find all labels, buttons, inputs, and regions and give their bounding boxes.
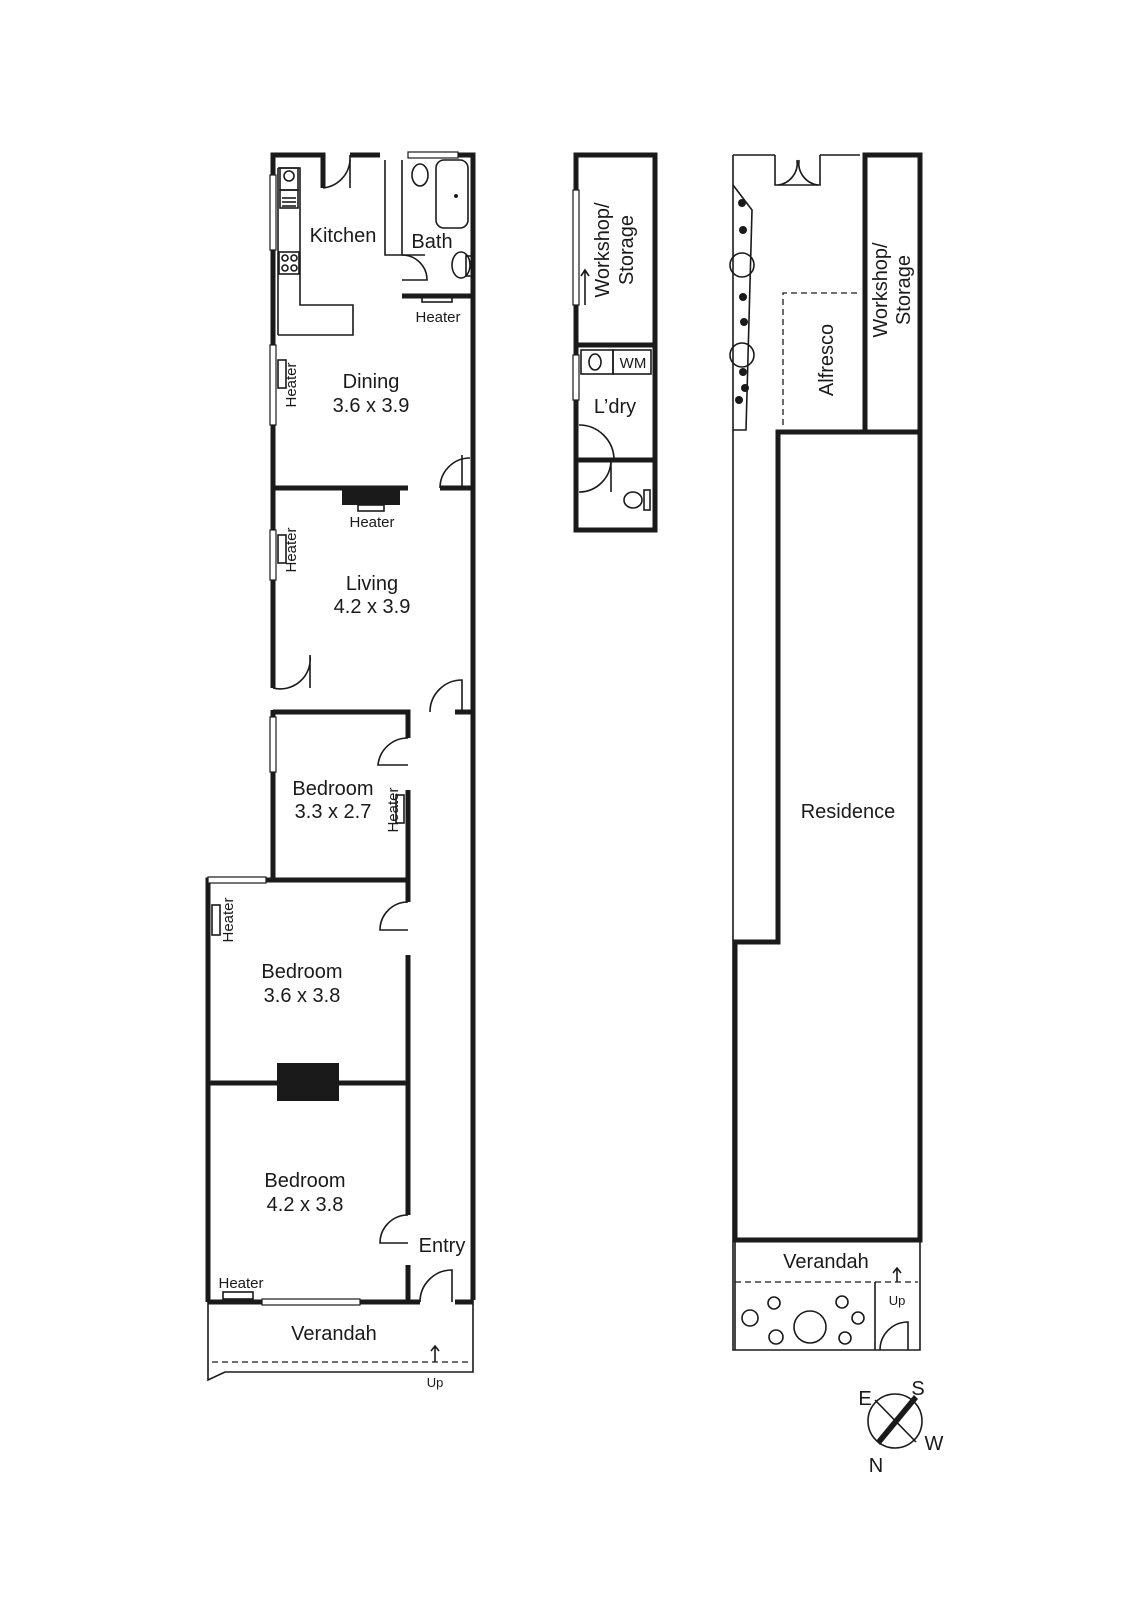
- bedroom2-dimensions: 3.6 x 3.8: [264, 985, 341, 1007]
- bedroom1-heater-label: Heater: [385, 787, 402, 832]
- site-workshop-line1: Workshop/: [870, 242, 892, 338]
- living-label: Living: [346, 573, 398, 595]
- site-workshop-line2: Storage: [893, 255, 915, 325]
- dining-heater-label: Heater: [283, 362, 300, 407]
- residence-label: Residence: [801, 801, 896, 823]
- entry-label: Entry: [419, 1235, 466, 1257]
- alfresco-label: Alfresco: [816, 324, 838, 396]
- washing-machine-label: WM: [620, 355, 647, 372]
- dining-dimensions: 3.6 x 3.9: [333, 395, 410, 417]
- house-outer-walls: [205, 152, 476, 1302]
- compass-icon: S E W N: [858, 1378, 943, 1477]
- bath-label: Bath: [411, 231, 452, 253]
- outbuilding: Workshop/ Storage WM L’dry: [572, 152, 658, 533]
- compass-west: W: [925, 1433, 944, 1455]
- bedroom3-label: Bedroom: [264, 1170, 345, 1192]
- bedroom2-label: Bedroom: [261, 961, 342, 983]
- compass-south: S: [911, 1378, 924, 1400]
- kitchen-label: Kitchen: [310, 225, 377, 247]
- dining-label: Dining: [343, 371, 400, 393]
- verandah-label: Verandah: [291, 1323, 377, 1345]
- compass-north: N: [869, 1455, 883, 1477]
- living-heater-label: Heater: [283, 527, 300, 572]
- outbuilding-workshop-line1: Workshop/: [592, 202, 614, 298]
- bath-heater-label: Heater: [415, 309, 460, 326]
- site-up-label: Up: [889, 1293, 906, 1308]
- main-house: Kitchen Bath Heater Dining 3.6 x 3.9 Hea…: [205, 151, 476, 1390]
- site-verandah-label: Verandah: [783, 1251, 869, 1273]
- site-plan: Workshop/ Storage Alfresco Residence Ver…: [729, 152, 923, 1351]
- bedroom3-dimensions: 4.2 x 3.8: [267, 1194, 344, 1216]
- up-label: Up: [427, 1375, 444, 1390]
- living-dimensions: 4.2 x 3.9: [334, 596, 411, 618]
- living-fireplace-heater-label: Heater: [349, 514, 394, 531]
- bedroom3-heater-label: Heater: [218, 1275, 263, 1292]
- bedroom1-label: Bedroom: [292, 778, 373, 800]
- outbuilding-workshop-line2: Storage: [616, 215, 638, 285]
- laundry-label: L’dry: [594, 396, 636, 418]
- compass-east: E: [858, 1388, 871, 1410]
- bedroom1-dimensions: 3.3 x 2.7: [295, 801, 372, 823]
- bedroom2-heater-label: Heater: [220, 897, 237, 942]
